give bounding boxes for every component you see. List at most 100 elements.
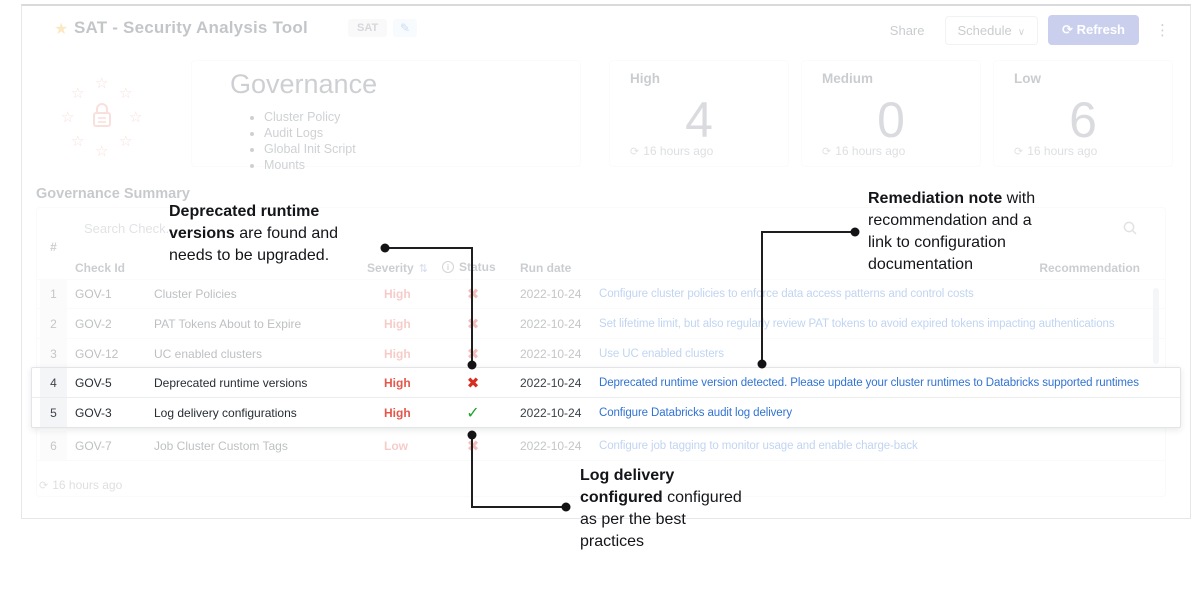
updated-text: 16 hours ago xyxy=(1027,144,1098,158)
recommendation-link[interactable]: Use UC enabled clusters xyxy=(599,347,724,360)
status-fail-icon: ✖ xyxy=(466,345,480,363)
annotation-bold-text: Log delivery configured xyxy=(580,467,675,506)
check-id: GOV-2 xyxy=(75,316,112,331)
metric-value: 4 xyxy=(685,92,713,148)
governance-item: Mounts xyxy=(264,159,356,172)
severity-header-label: Severity xyxy=(367,261,414,275)
edit-tag-pencil-icon[interactable]: ✎ xyxy=(393,19,418,37)
updated-clock-icon: ⟳ xyxy=(39,480,49,492)
check-id: GOV-5 xyxy=(75,375,112,390)
metric-label: Low xyxy=(1014,71,1041,86)
column-header-check-id[interactable]: Check Id xyxy=(75,261,126,275)
severity-label: High xyxy=(384,346,411,361)
check-name: Deprecated runtime versions xyxy=(154,375,308,390)
metric-updated: ⟳16 hours ago xyxy=(630,144,713,158)
check-name: Job Cluster Custom Tags xyxy=(154,438,288,453)
recommendation-link[interactable]: Configure job tagging to monitor usage a… xyxy=(599,439,918,452)
column-header-recommendation[interactable]: Recommendation xyxy=(1039,261,1140,275)
recommendation-link[interactable]: Configure Databricks audit log delivery xyxy=(599,406,792,419)
dashboard-window: ★ SAT - Security Analysis Tool SAT ✎ Sha… xyxy=(21,4,1191,519)
favorite-star-icon[interactable]: ★ xyxy=(54,21,69,38)
recommendation-link[interactable]: Configure cluster policies to enforce da… xyxy=(599,287,974,300)
metric-updated: ⟳16 hours ago xyxy=(1014,144,1097,158)
column-header-severity[interactable]: Severity ⇅ xyxy=(367,261,428,275)
check-id: GOV-12 xyxy=(75,346,119,361)
updated-text: 16 hours ago xyxy=(835,144,906,158)
governance-item: Cluster Policy xyxy=(264,111,356,124)
check-name: Cluster Policies xyxy=(154,286,237,301)
column-header-num[interactable]: # xyxy=(50,240,57,254)
sort-icon[interactable]: ⇅ xyxy=(418,263,428,275)
metric-value: 6 xyxy=(1069,92,1097,148)
badge-star-icon: ☆ xyxy=(95,75,109,92)
search-icon[interactable] xyxy=(1123,221,1137,235)
row-number: 2 xyxy=(40,309,67,338)
governance-badge-card: ☆ ☆ ☆ ☆ ☆ ☆ ☆ ☆ xyxy=(23,60,183,167)
severity-label: High xyxy=(384,405,411,420)
row-number: 1 xyxy=(40,279,67,308)
table-scrollbar[interactable] xyxy=(1153,288,1159,364)
status-fail-icon: ✖ xyxy=(466,437,480,455)
header-actions: Share Schedule ∨ ⟳ Refresh ⋮ xyxy=(880,15,1176,45)
check-id: GOV-3 xyxy=(75,405,112,420)
annotation-log-delivery: Log delivery configured configured as pe… xyxy=(580,465,780,553)
severity-label: Low xyxy=(384,438,408,453)
status-pass-icon: ✓ xyxy=(466,404,480,422)
updated-text: 16 hours ago xyxy=(52,478,123,492)
governance-item: Audit Logs xyxy=(264,127,356,140)
refresh-button[interactable]: ⟳ Refresh xyxy=(1048,15,1139,45)
updated-text: 16 hours ago xyxy=(643,144,714,158)
annotation-text: are found and needs to be upgraded. xyxy=(169,225,339,264)
run-date: 2022-10-24 xyxy=(520,286,582,301)
table-row[interactable]: 4 GOV-5 Deprecated runtime versions High ✖ 20… xyxy=(32,368,1180,398)
updated-clock-icon: ⟳ xyxy=(822,146,832,158)
badge-star-icon: ☆ xyxy=(119,133,133,150)
schedule-label: Schedule xyxy=(957,22,1012,38)
run-date: 2022-10-24 xyxy=(520,405,582,420)
governance-card: Governance Cluster Policy Audit Logs Glo… xyxy=(191,60,581,172)
annotation-text: configured as per the best practices xyxy=(580,489,742,550)
search-placeholder: Search Check... xyxy=(84,221,177,236)
run-date: 2022-10-24 xyxy=(520,375,582,390)
updated-clock-icon: ⟳ xyxy=(630,146,640,158)
metric-card-high: High 4 ⟳16 hours ago xyxy=(609,60,789,167)
recommendation-link[interactable]: Set lifetime limit, but also regularly r… xyxy=(599,317,1115,330)
metric-card-medium: Medium 0 ⟳16 hours ago xyxy=(801,60,981,167)
schedule-button[interactable]: Schedule ∨ xyxy=(944,15,1039,45)
metric-label: Medium xyxy=(822,71,874,86)
recommendation-link[interactable]: Deprecated runtime version detected. Ple… xyxy=(599,376,1139,389)
status-fail-icon: ✖ xyxy=(466,374,480,392)
chevron-down-icon: ∨ xyxy=(1017,26,1026,38)
kebab-menu-icon[interactable]: ⋮ xyxy=(1155,22,1170,39)
badge-star-icon: ☆ xyxy=(119,85,133,102)
badge-star-icon: ☆ xyxy=(71,85,85,102)
share-button[interactable]: Share xyxy=(889,22,925,38)
run-date: 2022-10-24 xyxy=(520,316,582,331)
run-date: 2022-10-24 xyxy=(520,438,582,453)
metric-updated: ⟳16 hours ago xyxy=(822,144,905,158)
governance-card-title: Governance xyxy=(230,69,378,99)
info-icon: i xyxy=(442,261,454,273)
column-header-run-date[interactable]: Run date xyxy=(520,261,572,275)
row-number: 4 xyxy=(40,368,67,397)
severity-label: High xyxy=(384,375,411,390)
run-date: 2022-10-24 xyxy=(520,346,582,361)
refresh-icon: ⟳ xyxy=(1062,22,1073,37)
governance-item-list: Cluster Policy Audit Logs Global Init Sc… xyxy=(250,111,356,175)
check-name: Log delivery configurations xyxy=(154,405,297,420)
row-number: 6 xyxy=(40,431,67,460)
check-name: PAT Tokens About to Expire xyxy=(154,316,302,331)
status-fail-icon: ✖ xyxy=(466,285,480,303)
metric-label: High xyxy=(630,71,660,86)
annotation-text: with recommendation and a link to config… xyxy=(868,190,1036,273)
page-title: SAT - Security Analysis Tool xyxy=(74,18,308,37)
